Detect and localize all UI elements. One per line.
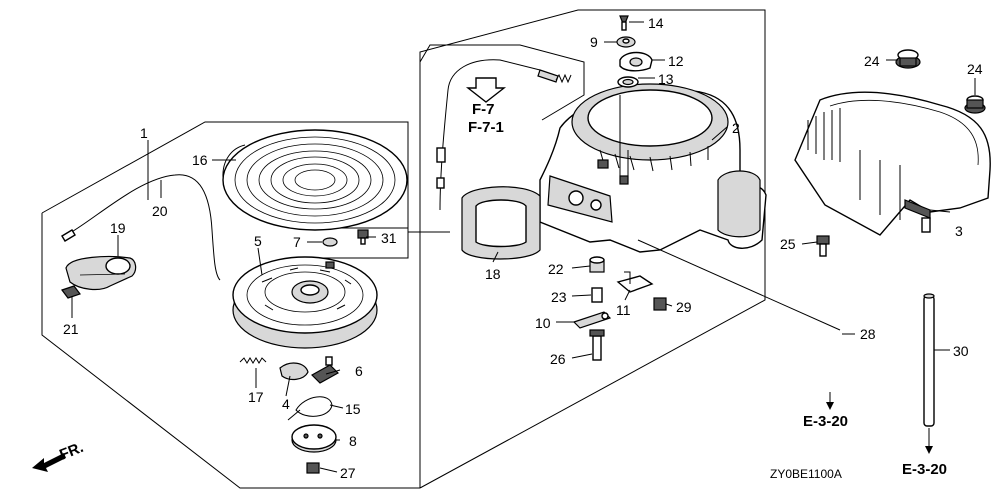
washer-9 — [616, 36, 636, 48]
guide-6 — [311, 356, 339, 384]
label-11: 11 — [616, 302, 631, 318]
friction-spring-15 — [287, 396, 333, 421]
ref-f7-1: F-7-1 — [468, 119, 504, 136]
bushing-29 — [653, 297, 667, 311]
label-13: 13 — [658, 71, 674, 87]
friction-plate-8 — [291, 424, 337, 453]
arrow-e320-left — [826, 392, 834, 410]
ref-e3-20-right: E-3-20 — [902, 461, 947, 478]
leader-lines — [71, 21, 976, 473]
label-27: 27 — [340, 465, 356, 481]
bolt-26 — [589, 329, 605, 361]
label-2: 2 — [732, 120, 740, 136]
label-3: 3 — [955, 223, 963, 239]
label-9: 9 — [590, 34, 598, 50]
label-14: 14 — [648, 15, 664, 31]
ref-f7: F-7 — [472, 101, 495, 118]
assembly-frame-2 — [419, 9, 766, 489]
label-18: 18 — [485, 266, 501, 282]
label-22: 22 — [548, 261, 564, 277]
grommet-12 — [619, 51, 653, 72]
label-21: 21 — [63, 321, 79, 337]
assembly-frame-1 — [41, 121, 450, 489]
label-28: 28 — [860, 326, 876, 342]
label-8: 8 — [349, 433, 357, 449]
screw-14 — [619, 15, 629, 31]
control-cable — [436, 59, 572, 211]
lever-10 — [572, 311, 612, 329]
label-24b: 24 — [967, 61, 983, 77]
arrow-e320-right — [925, 428, 933, 454]
collar-23 — [591, 287, 603, 303]
direction-label: FR. — [57, 439, 86, 464]
grommet-24b — [964, 95, 986, 114]
collar-13 — [617, 76, 639, 88]
label-17: 17 — [248, 389, 264, 405]
bolt-25 — [816, 235, 830, 257]
label-4: 4 — [282, 396, 290, 412]
fan-cover — [539, 83, 767, 253]
label-15: 15 — [345, 401, 361, 417]
grommet-24a — [895, 49, 921, 69]
sub-frame-box-31 — [303, 227, 409, 259]
label-23: 23 — [551, 289, 567, 305]
label-6: 6 — [355, 363, 363, 379]
spring-17 — [239, 357, 267, 364]
label-31: 31 — [381, 230, 397, 246]
spiral-spring — [222, 129, 408, 231]
label-1: 1 — [140, 125, 148, 141]
starter-handle — [65, 255, 137, 291]
label-19: 19 — [110, 220, 126, 236]
screw-27 — [306, 462, 320, 474]
label-20: 20 — [152, 203, 168, 219]
label-7: 7 — [293, 234, 301, 250]
drawing-code: ZY0BE1100A — [770, 467, 842, 481]
label-16: 16 — [192, 152, 208, 168]
label-10: 10 — [535, 315, 551, 331]
front-direction-arrow — [32, 453, 66, 472]
sub-frame-cable — [419, 44, 585, 121]
starter-reel — [232, 256, 378, 349]
ref-e3-20-left: E-3-20 — [803, 413, 848, 430]
handle-insert — [61, 285, 81, 299]
tube-28 — [826, 264, 884, 394]
label-5: 5 — [254, 233, 262, 249]
collar-7 — [322, 237, 338, 247]
tube-30 — [923, 293, 935, 427]
engine-cover — [794, 91, 991, 236]
nut-22 — [589, 256, 605, 273]
starter-rope — [61, 174, 221, 281]
label-25: 25 — [780, 236, 796, 252]
ratchet-4 — [279, 362, 309, 381]
label-24a: 24 — [864, 53, 880, 69]
label-29: 29 — [676, 299, 692, 315]
link-11 — [616, 271, 654, 293]
label-26: 26 — [550, 351, 566, 367]
bolt-31 — [357, 229, 369, 245]
label-12: 12 — [668, 53, 684, 69]
part-labels: 1 2 3 4 5 6 7 8 9 10 11 12 13 14 15 16 1… — [63, 15, 983, 481]
direction-arrow-f7 — [465, 77, 507, 103]
seal-18 — [461, 186, 541, 260]
label-30: 30 — [953, 343, 969, 359]
